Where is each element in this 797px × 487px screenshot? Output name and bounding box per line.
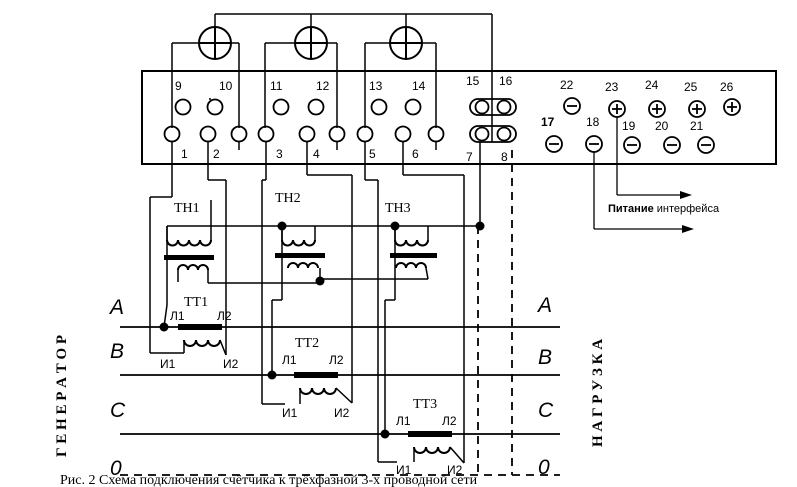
neutral-left: 0 <box>110 457 122 480</box>
neutral-right: 0 <box>538 456 550 479</box>
ct1-i1: И1 <box>160 357 176 371</box>
terminal-label-8: 8 <box>501 150 508 164</box>
voltage-transformer-3 <box>390 226 437 269</box>
ct-label-2: ТТ2 <box>295 336 319 351</box>
ct-label-1: ТТ1 <box>184 295 208 310</box>
vt-label-3: ТН3 <box>385 201 411 216</box>
ct-label-3: ТТ3 <box>413 397 437 412</box>
current-coil-3 <box>389 26 423 60</box>
vt-label-1: ТН1 <box>174 201 200 216</box>
terminal-label-15: 15 <box>466 74 480 88</box>
load-label: Н А Г Р У З К А <box>590 339 606 447</box>
figure-caption: Рис. 2 Схема подключения счётчика к трёх… <box>60 473 478 487</box>
terminal-label-10: 10 <box>219 79 233 93</box>
terminal-label-9: 9 <box>175 79 182 93</box>
terminal-label-2: 2 <box>213 147 220 161</box>
terminal-label-4: 4 <box>313 147 320 161</box>
phase-lines <box>120 326 560 435</box>
current-coil-2 <box>294 26 328 60</box>
ct2-l1: Л1 <box>282 353 297 367</box>
neutral-line <box>120 150 560 476</box>
ct3-l1: Л1 <box>396 414 411 428</box>
terminal-label-5: 5 <box>369 147 376 161</box>
ct3-l2: Л2 <box>442 414 457 428</box>
ct3-i2: И2 <box>447 463 463 477</box>
terminal-label-1: 1 <box>181 147 188 161</box>
phase-b-right: B <box>538 346 552 369</box>
ct1-l1: Л1 <box>170 309 185 323</box>
ct1-i2: И2 <box>223 357 239 371</box>
generator-label: Г Е Н Е Р А Т О Р <box>54 335 70 457</box>
phase-a-right: A <box>536 294 552 317</box>
ct2-i2: И2 <box>334 406 350 420</box>
terminal-label-19: 19 <box>622 119 636 133</box>
voltage-transformer-1 <box>164 226 214 271</box>
terminal-label-11: 11 <box>270 79 283 93</box>
terminal-label-20: 20 <box>655 119 669 133</box>
meter-terminals <box>163 98 445 143</box>
terminal-label-13: 13 <box>369 79 383 93</box>
terminal-label-24: 24 <box>645 78 659 92</box>
terminal-label-7: 7 <box>466 150 473 164</box>
ct2-l2: Л2 <box>329 353 344 367</box>
terminal-label-6: 6 <box>412 147 419 161</box>
phase-c-right: C <box>538 399 554 422</box>
terminal-label-21: 21 <box>690 119 704 133</box>
terminal-label-23: 23 <box>605 80 619 94</box>
meter-leads <box>149 142 465 463</box>
bridge-terminals <box>469 98 517 143</box>
ct1-l2: Л2 <box>217 309 232 323</box>
terminal-label-12: 12 <box>316 79 330 93</box>
terminal-label-26: 26 <box>720 80 734 94</box>
interface-power-leads <box>593 117 686 230</box>
terminal-label-18: 18 <box>586 115 600 129</box>
phase-c-left: C <box>110 399 126 422</box>
terminal-label-16: 16 <box>499 74 513 88</box>
terminal-label-17: 17 <box>541 115 555 129</box>
junction-dots <box>159 221 485 439</box>
vt-label-2: ТН2 <box>275 191 301 206</box>
interface-terminals <box>545 97 741 154</box>
current-coil-1 <box>198 26 232 60</box>
current-transformer-2 <box>294 372 353 404</box>
terminal-label-14: 14 <box>412 79 426 93</box>
terminal-label-25: 25 <box>684 80 698 94</box>
current-transformer-1 <box>164 324 227 356</box>
meter-body <box>141 70 777 165</box>
phase-a-left: A <box>108 296 124 319</box>
terminal-label-22: 22 <box>560 78 574 92</box>
current-transformer-3 <box>408 431 465 464</box>
terminal-label-3: 3 <box>276 147 283 161</box>
phase-b-left: B <box>110 340 124 363</box>
voltage-bus <box>167 142 481 284</box>
interface-power-label: Питание интерфейса <box>608 203 720 215</box>
ct3-i1: И1 <box>396 463 412 477</box>
ct2-i1: И1 <box>282 406 298 420</box>
